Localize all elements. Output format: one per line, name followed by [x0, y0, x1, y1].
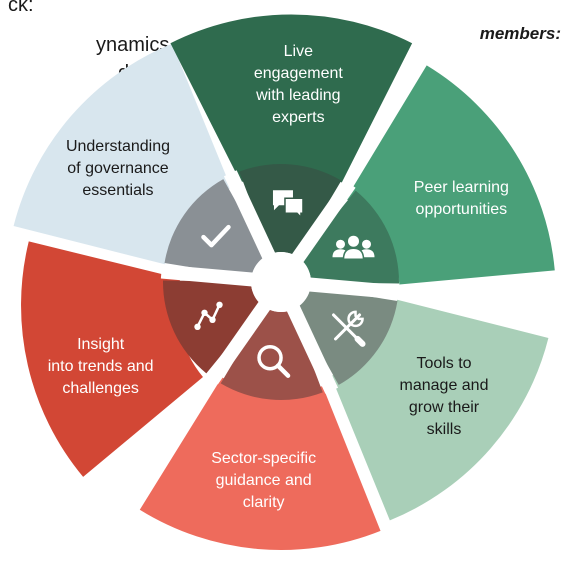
text-fragment-dynamics: ynamics — [96, 34, 170, 56]
segment-governance-label: Understanding — [66, 138, 170, 155]
segment-tools-label: grow their — [409, 399, 480, 416]
segment-sector-guidance-label: Sector-specific — [211, 450, 316, 467]
segment-insight-wedge — [21, 241, 203, 477]
segment-insight-inner — [163, 280, 263, 374]
segment-live-engagement-label: with leading — [255, 87, 341, 104]
segment-tools-label: manage and — [400, 377, 489, 394]
segment-tools-inner — [295, 286, 398, 385]
members-label: members: — [479, 24, 561, 43]
segment-sector-guidance: Sector-specific guidance and clarity — [139, 377, 381, 550]
segment-insight-label: challenges — [62, 380, 139, 397]
segment-peer-learning-label: Peer learning — [414, 179, 509, 196]
segment-insight-label: Insight — [77, 336, 125, 353]
segment-live-engagement: Live engagement with leading experts — [170, 14, 413, 183]
segment-governance-wedge — [13, 43, 232, 265]
segment-peer-learning-inner — [299, 190, 399, 284]
segment-governance-label: of governance — [67, 160, 169, 177]
segment-tools-wedge — [330, 299, 549, 521]
segment-tools-label: Tools to — [416, 355, 471, 372]
segment-governance: Understanding of governance essentials — [13, 43, 232, 265]
segment-tools-label: skills — [427, 421, 462, 438]
segment-governance-inner — [164, 179, 267, 278]
segment-sector-guidance-label: clarity — [243, 494, 285, 511]
people-group-icon — [332, 235, 375, 260]
segment-sector-guidance-label: guidance and — [216, 472, 312, 489]
segment-live-engagement-wedge — [170, 14, 413, 183]
segment-governance-label: essentials — [82, 182, 153, 199]
segment-peer-learning: Peer learning opportunities — [345, 65, 555, 285]
inner-ring — [163, 163, 399, 401]
segment-live-engagement-label: Live — [284, 43, 313, 60]
segment-peer-learning-label: opportunities — [416, 201, 508, 218]
trend-line-icon — [194, 301, 223, 331]
segment-live-engagement-label: engagement — [254, 65, 344, 82]
segment-sector-guidance-wedge — [139, 377, 381, 550]
checkmark-icon — [201, 224, 231, 248]
segment-tools: Tools to manage and grow their skills — [330, 299, 549, 521]
wheel-hub — [251, 252, 311, 312]
segment-live-engagement-label: experts — [272, 109, 324, 126]
magnifier-icon — [257, 344, 291, 378]
wrench-screwdriver-icon — [332, 310, 366, 347]
segment-insight: Insight into trends and challenges — [21, 241, 203, 477]
segment-insight-label: into trends and — [48, 358, 154, 375]
segment-peer-learning-wedge — [345, 65, 555, 285]
chat-bubbles-icon — [272, 190, 304, 220]
heading-fragment: ck: — [8, 0, 34, 16]
